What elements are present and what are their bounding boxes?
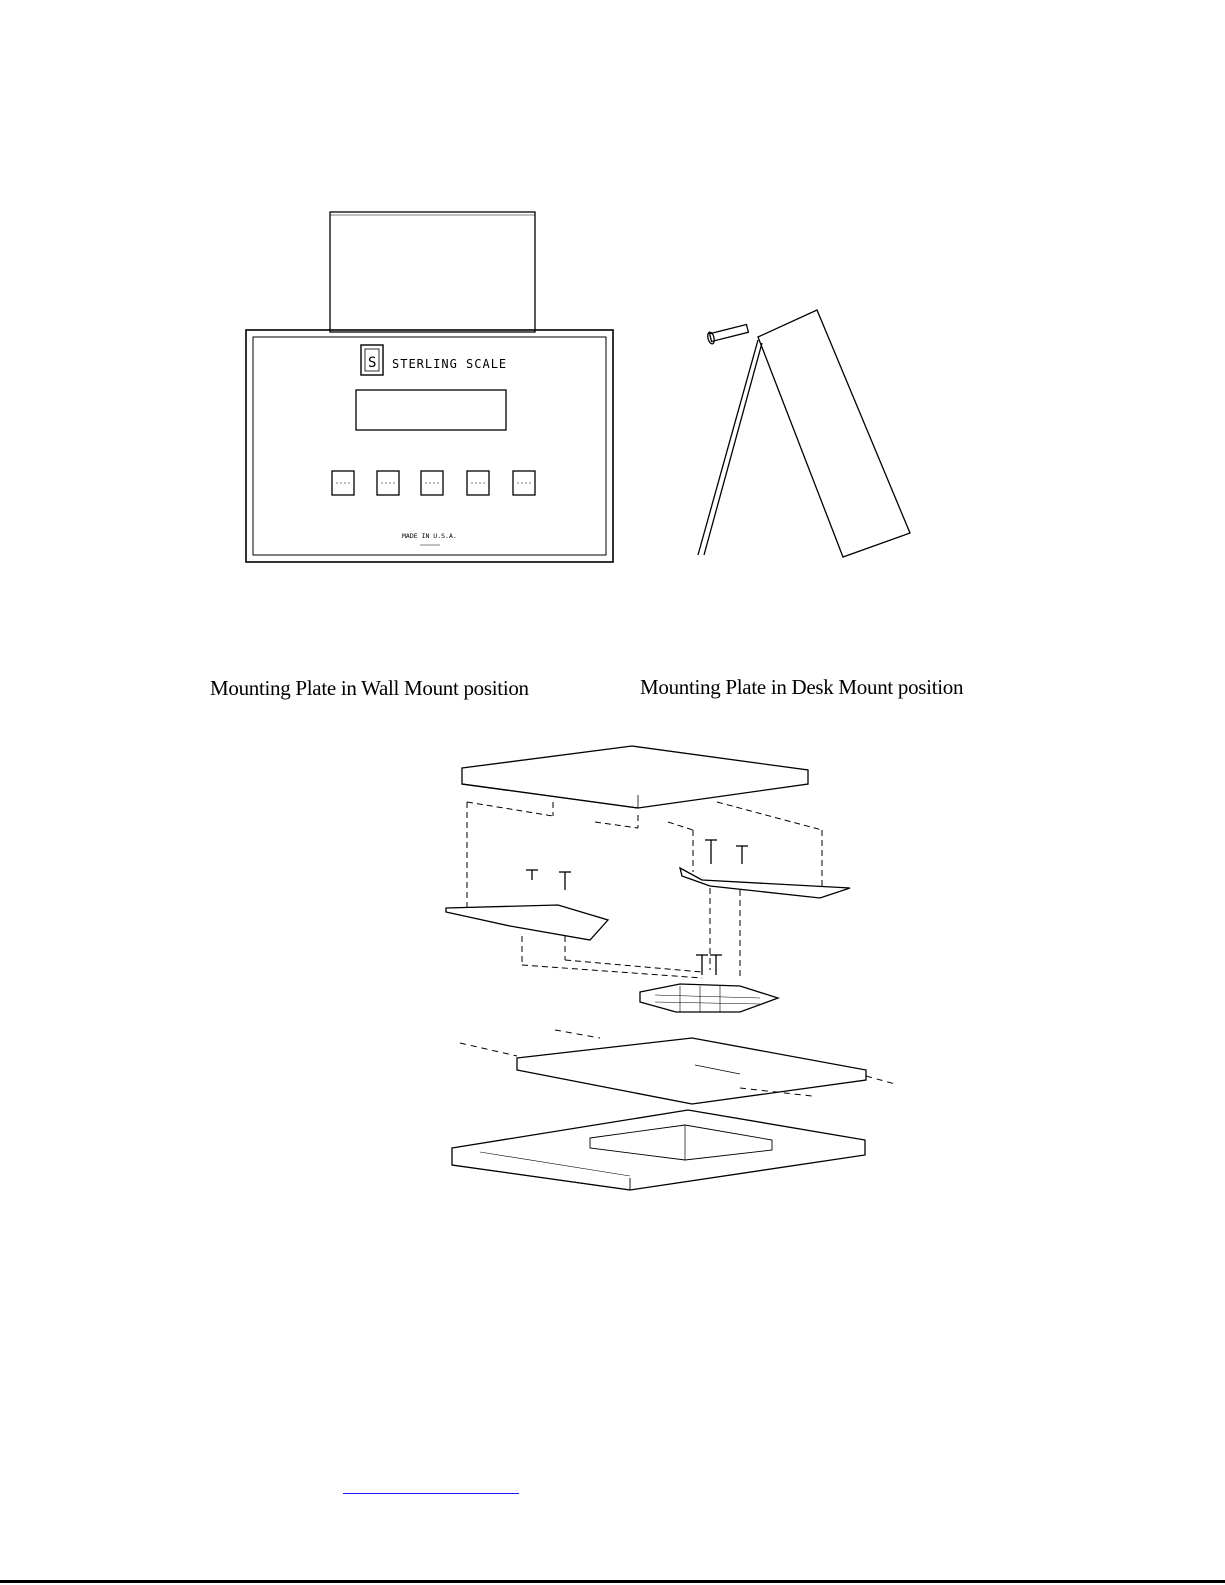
sub-frame (517, 1038, 866, 1104)
right-bracket (680, 868, 850, 898)
key-4 (467, 471, 489, 495)
platform-exploded-diagram (440, 740, 910, 1200)
key-1 (332, 471, 354, 495)
wall-mount-caption: Mounting Plate in Wall Mount position (210, 676, 529, 701)
desk-mount-caption: Mounting Plate in Desk Mount position (640, 675, 963, 700)
key-3 (421, 471, 443, 495)
key-2 (377, 471, 399, 495)
mounting-knob (710, 325, 749, 342)
top-pan (462, 746, 808, 808)
bottom-rule (0, 1580, 1225, 1583)
hyperlink-underline[interactable] (343, 1493, 519, 1494)
desk-mount-figure (690, 305, 920, 565)
brand-text: STERLING SCALE (392, 357, 507, 371)
indicator-body (758, 310, 910, 557)
base-frame (452, 1110, 865, 1190)
wall-mount-figure: S STERLING SCALE MADE IN U.S.A. (240, 205, 620, 570)
made-in-text: MADE IN U.S.A. (402, 532, 457, 540)
mounting-plate (330, 212, 535, 332)
left-bracket (446, 905, 608, 940)
key-5 (513, 471, 535, 495)
logo-letter: S (368, 355, 376, 371)
display-window (356, 390, 506, 430)
